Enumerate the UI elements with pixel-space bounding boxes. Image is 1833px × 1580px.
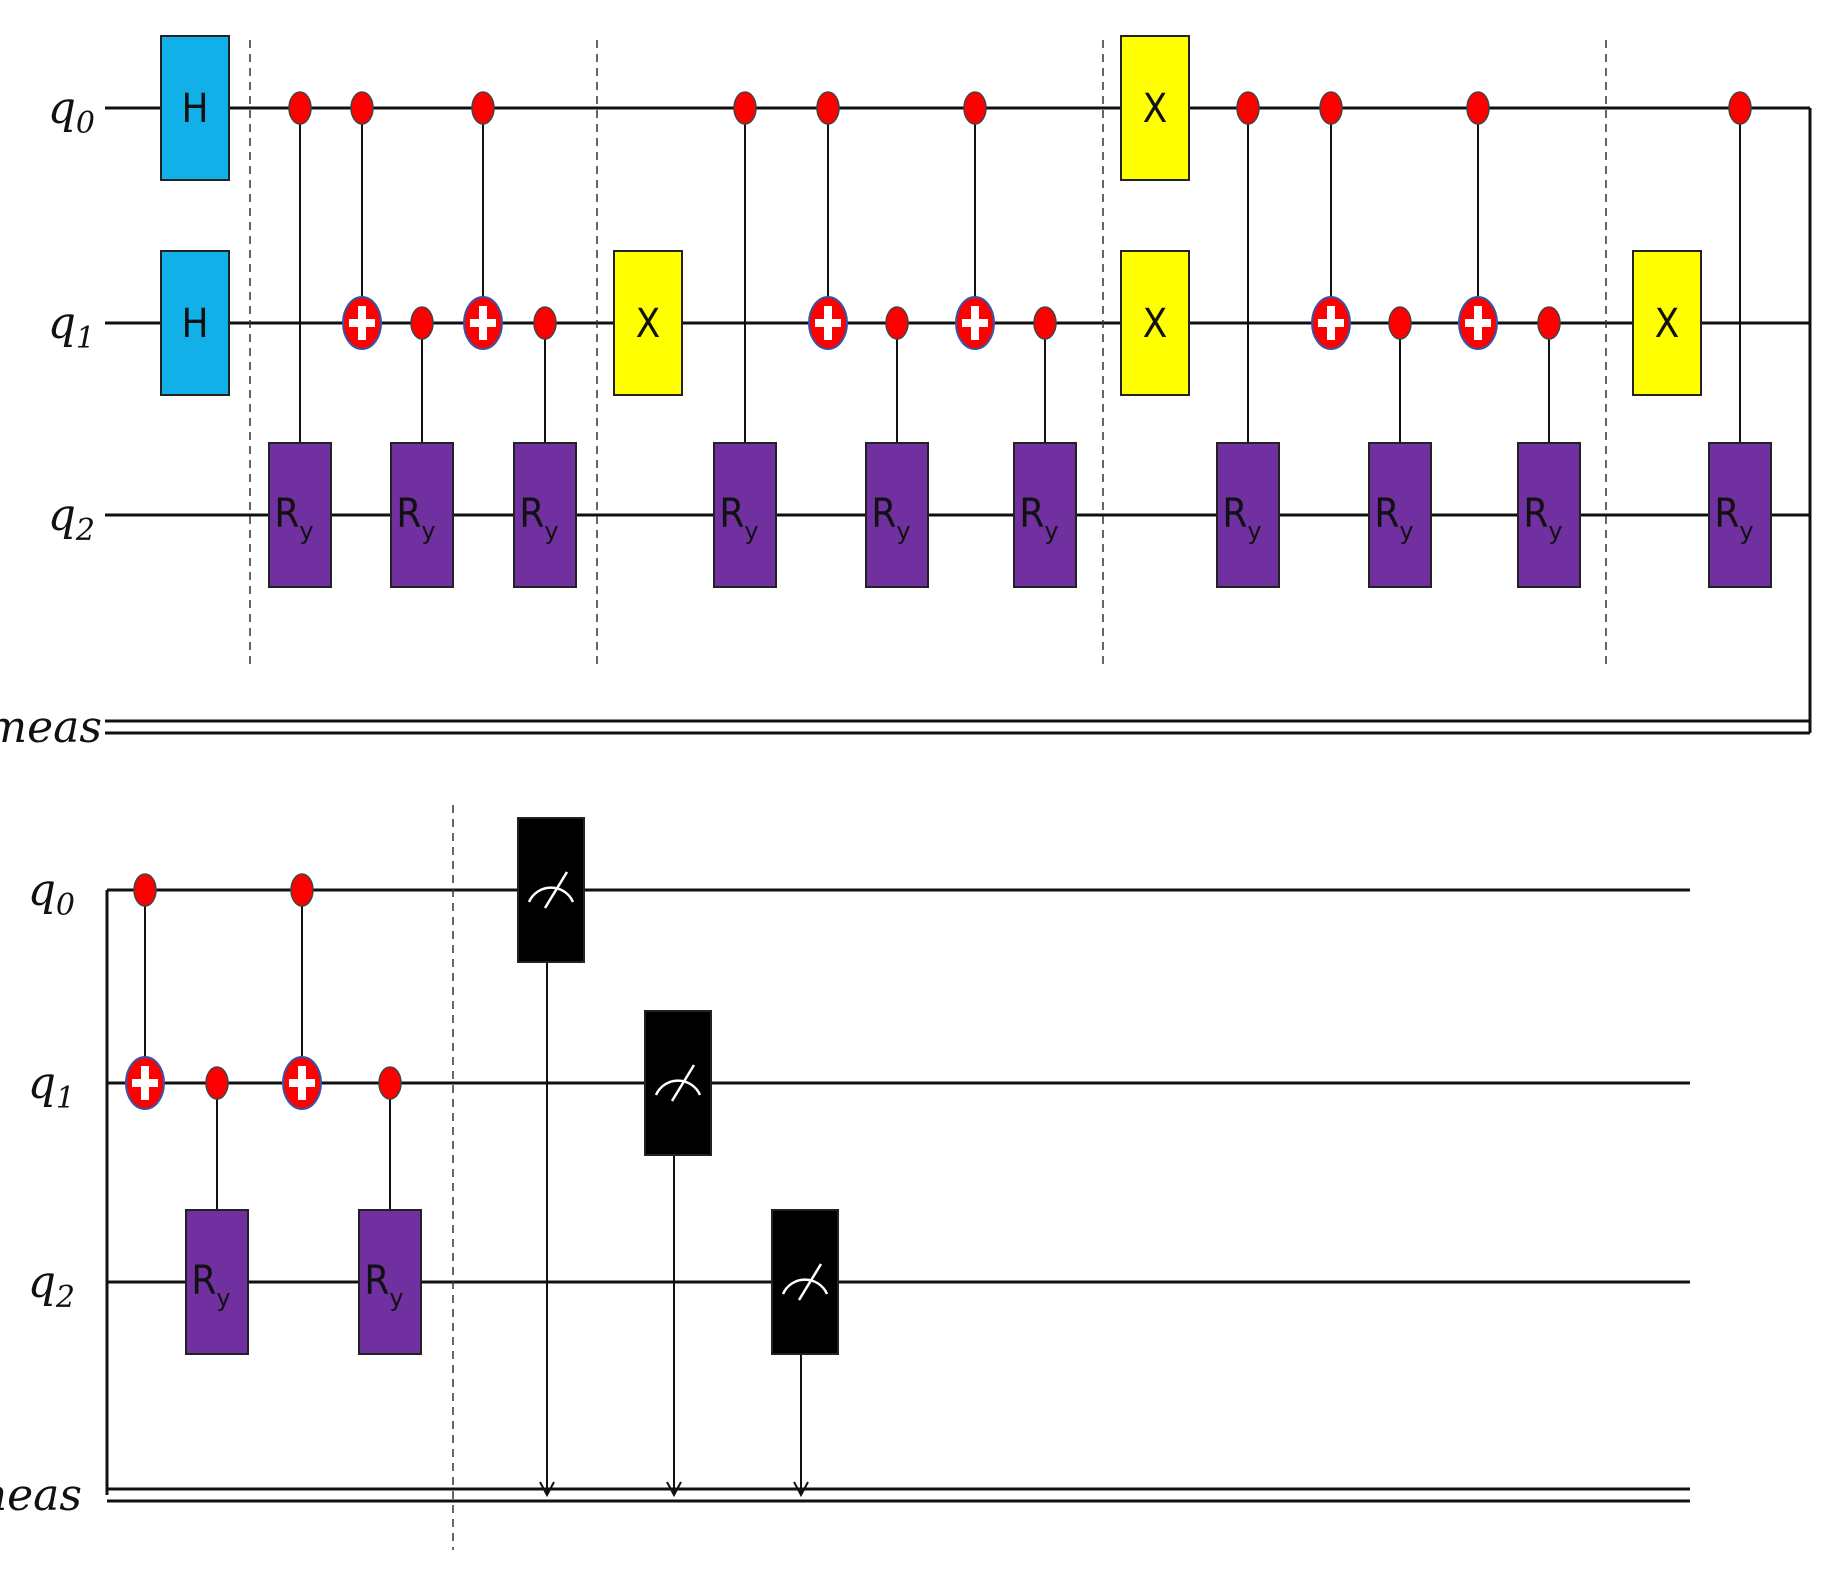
ry-gate: [865, 442, 929, 588]
qubit-index: 2: [55, 1280, 75, 1315]
control-dot-icon: [133, 873, 157, 907]
measure-arrow-icon: [666, 1481, 682, 1498]
control-dot-icon: [885, 306, 909, 340]
qubit-label: q0: [28, 865, 75, 923]
classical-register-label: meas: [0, 1470, 82, 1521]
circuit-row-2: q0q1q2measRyRy: [0, 805, 1690, 1550]
control-dot-icon: [963, 91, 987, 125]
ry-gate-label: Ry: [1222, 491, 1261, 545]
cnot-target-plus: [349, 319, 375, 327]
h-gate-label: H: [181, 86, 208, 132]
control-dot-icon: [816, 91, 840, 125]
ry-gate-subscript: y: [216, 1284, 230, 1312]
ry-gate-subscript: y: [896, 517, 910, 545]
control-dot-icon: [288, 91, 312, 125]
ry-gate: [268, 442, 332, 588]
qubit-index: 1: [56, 1081, 75, 1116]
x-gate: [1120, 250, 1190, 396]
x-gate-label: X: [1655, 301, 1680, 347]
cnot-target-plus: [815, 319, 841, 327]
ry-gate: [1517, 442, 1581, 588]
control-dot-icon: [533, 306, 557, 340]
ry-gate: [713, 442, 777, 588]
ry-gate-subscript: y: [389, 1284, 403, 1312]
qubit-index: 0: [56, 888, 75, 923]
ry-gate: [1368, 442, 1432, 588]
ry-gate-subscript: y: [1739, 517, 1753, 545]
ry-gate: [1708, 442, 1772, 588]
control-dot-icon: [410, 306, 434, 340]
circuit-row-1: q0q1q2measHHRyRyRyXRyRyRyXXRyRyRyXRy: [0, 35, 1812, 753]
control-dot-icon: [205, 1066, 229, 1100]
control-dot-icon: [1236, 91, 1260, 125]
qubit-index: 0: [76, 106, 95, 141]
measure-gate: [644, 1010, 712, 1156]
cnot-target-plus: [289, 1079, 315, 1087]
ry-gate-subscript: y: [1399, 517, 1413, 545]
x-gate: [613, 250, 683, 396]
qubit-label: q1: [28, 1058, 75, 1116]
x-gate-label: X: [636, 301, 661, 347]
x-gate: [1120, 35, 1190, 181]
control-dot-icon: [733, 91, 757, 125]
control-dot-icon: [1537, 306, 1561, 340]
ry-gate-subscript: y: [744, 517, 758, 545]
meter-arc-icon: [527, 886, 575, 903]
meter-needle-icon: [670, 1064, 696, 1102]
control-dot-icon: [1319, 91, 1343, 125]
ry-gate-subscript: y: [1548, 517, 1562, 545]
x-gate-label: X: [1143, 301, 1168, 347]
control-dot-icon: [378, 1066, 402, 1100]
ry-gate: [185, 1209, 249, 1355]
qubit-index: 2: [75, 513, 95, 548]
ry-gate-subscript: y: [1247, 517, 1261, 545]
ry-gate-subscript: y: [421, 517, 435, 545]
ry-gate-subscript: y: [1044, 517, 1058, 545]
meter-needle-icon: [543, 871, 569, 909]
h-gate: [160, 250, 230, 396]
control-dot-icon: [350, 91, 374, 125]
ry-gate: [1216, 442, 1280, 588]
measure-gate: [517, 817, 585, 963]
ry-gate-subscript: y: [299, 517, 313, 545]
measure-arrow-icon: [539, 1481, 555, 1498]
control-dot-icon: [290, 873, 314, 907]
meter-needle-icon: [797, 1263, 823, 1301]
control-dot-icon: [1466, 91, 1490, 125]
measure-arrow-icon: [793, 1481, 809, 1498]
qubit-label: q1: [48, 298, 95, 356]
x-gate-label: X: [1143, 86, 1168, 132]
ry-gate-subscript: y: [544, 517, 558, 545]
ry-gate: [513, 442, 577, 588]
ry-gate: [390, 442, 454, 588]
cnot-target-plus: [1465, 319, 1491, 327]
cnot-target-plus: [1318, 319, 1344, 327]
cnot-target-plus: [962, 319, 988, 327]
qubit-label: q2: [48, 490, 95, 548]
control-dot-icon: [1033, 306, 1057, 340]
ry-gate-label: Ry: [871, 491, 910, 545]
qubit-index: 1: [76, 321, 95, 356]
cnot-target-plus: [470, 319, 496, 327]
measure-gate: [771, 1209, 839, 1355]
control-dot-icon: [1728, 91, 1752, 125]
classical-register-label: meas: [0, 702, 102, 753]
meter-arc-icon: [654, 1079, 702, 1096]
qubit-label: q0: [48, 83, 95, 141]
x-gate: [1632, 250, 1702, 396]
ry-gate: [358, 1209, 422, 1355]
control-dot-icon: [1388, 306, 1412, 340]
cnot-target-plus: [132, 1079, 158, 1087]
qubit-label: q2: [28, 1257, 75, 1315]
control-dot-icon: [471, 91, 495, 125]
h-gate: [160, 35, 230, 181]
h-gate-label: H: [181, 301, 208, 347]
ry-gate-label: Ry: [1523, 491, 1562, 545]
meter-arc-icon: [781, 1278, 829, 1295]
ry-gate: [1013, 442, 1077, 588]
